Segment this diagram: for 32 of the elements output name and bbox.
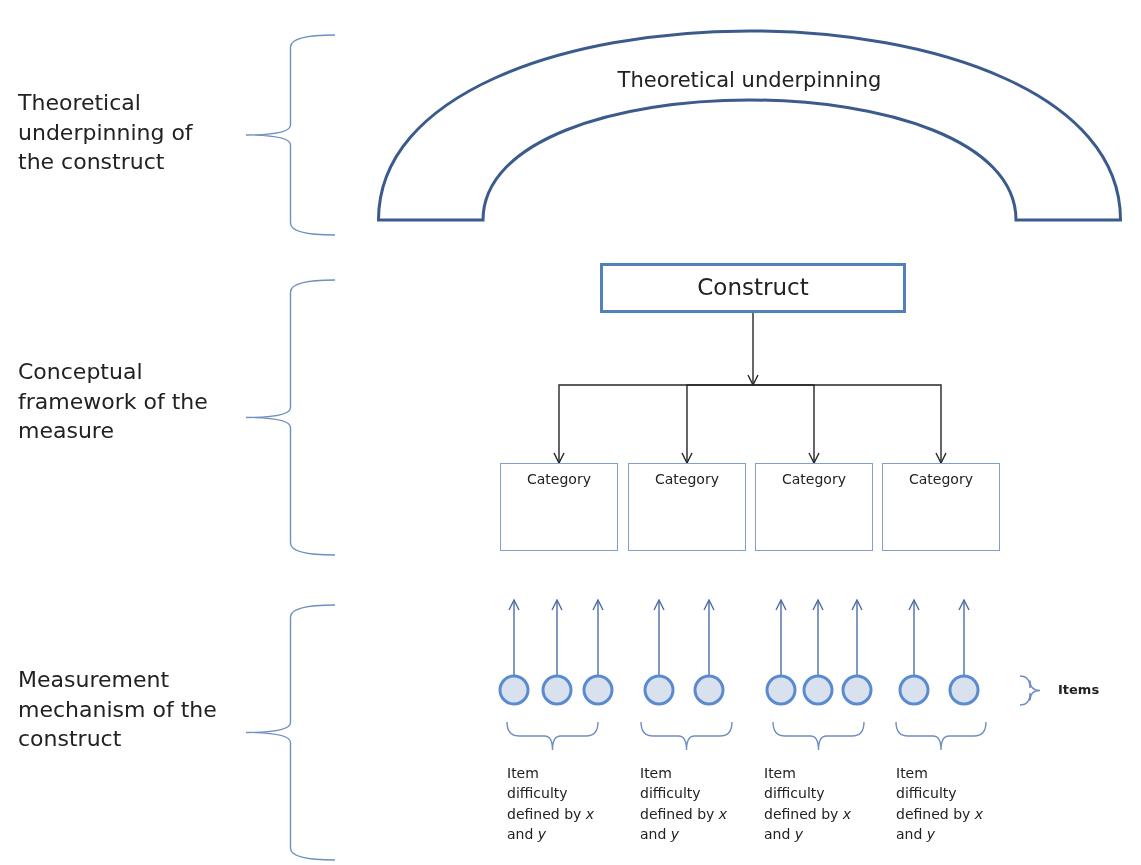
arrow <box>508 599 520 676</box>
category-box <box>628 463 746 551</box>
difficulty-note: Item difficulty defined by x and y <box>507 764 596 844</box>
arrow <box>653 599 665 676</box>
arrow <box>908 599 920 676</box>
arrow <box>812 599 824 676</box>
arrow <box>851 599 863 676</box>
difficulty-note: Item difficulty defined by x and y <box>764 764 853 844</box>
category-box <box>882 463 1000 551</box>
category-label: Category <box>654 470 720 489</box>
category-box <box>500 463 618 551</box>
category-label: Category <box>908 470 974 489</box>
construct-label: Construct <box>696 273 810 302</box>
level-label: Theoretical underpinning of the construct <box>18 89 194 177</box>
difficulty-note: Item difficulty defined by x and y <box>640 764 729 844</box>
arrow <box>752 384 947 464</box>
category-label: Category <box>526 470 592 489</box>
category-label: Category <box>781 470 847 489</box>
difficulty-note: Item difficulty defined by x and y <box>896 764 985 844</box>
category-box <box>755 463 873 551</box>
level-label: Conceptual framework of the measure <box>18 358 209 446</box>
arrow <box>747 312 759 386</box>
arrow <box>703 599 715 676</box>
arrow <box>681 384 754 464</box>
arrow <box>775 599 787 676</box>
arrow <box>958 599 970 676</box>
items-label: Items <box>1058 681 1101 699</box>
arrow <box>592 599 604 676</box>
construct-box <box>600 263 906 313</box>
level-label: Measurement mechanism of the construct <box>18 666 218 754</box>
arch-label: Theoretical underpinning <box>616 67 883 94</box>
arrow <box>551 599 563 676</box>
